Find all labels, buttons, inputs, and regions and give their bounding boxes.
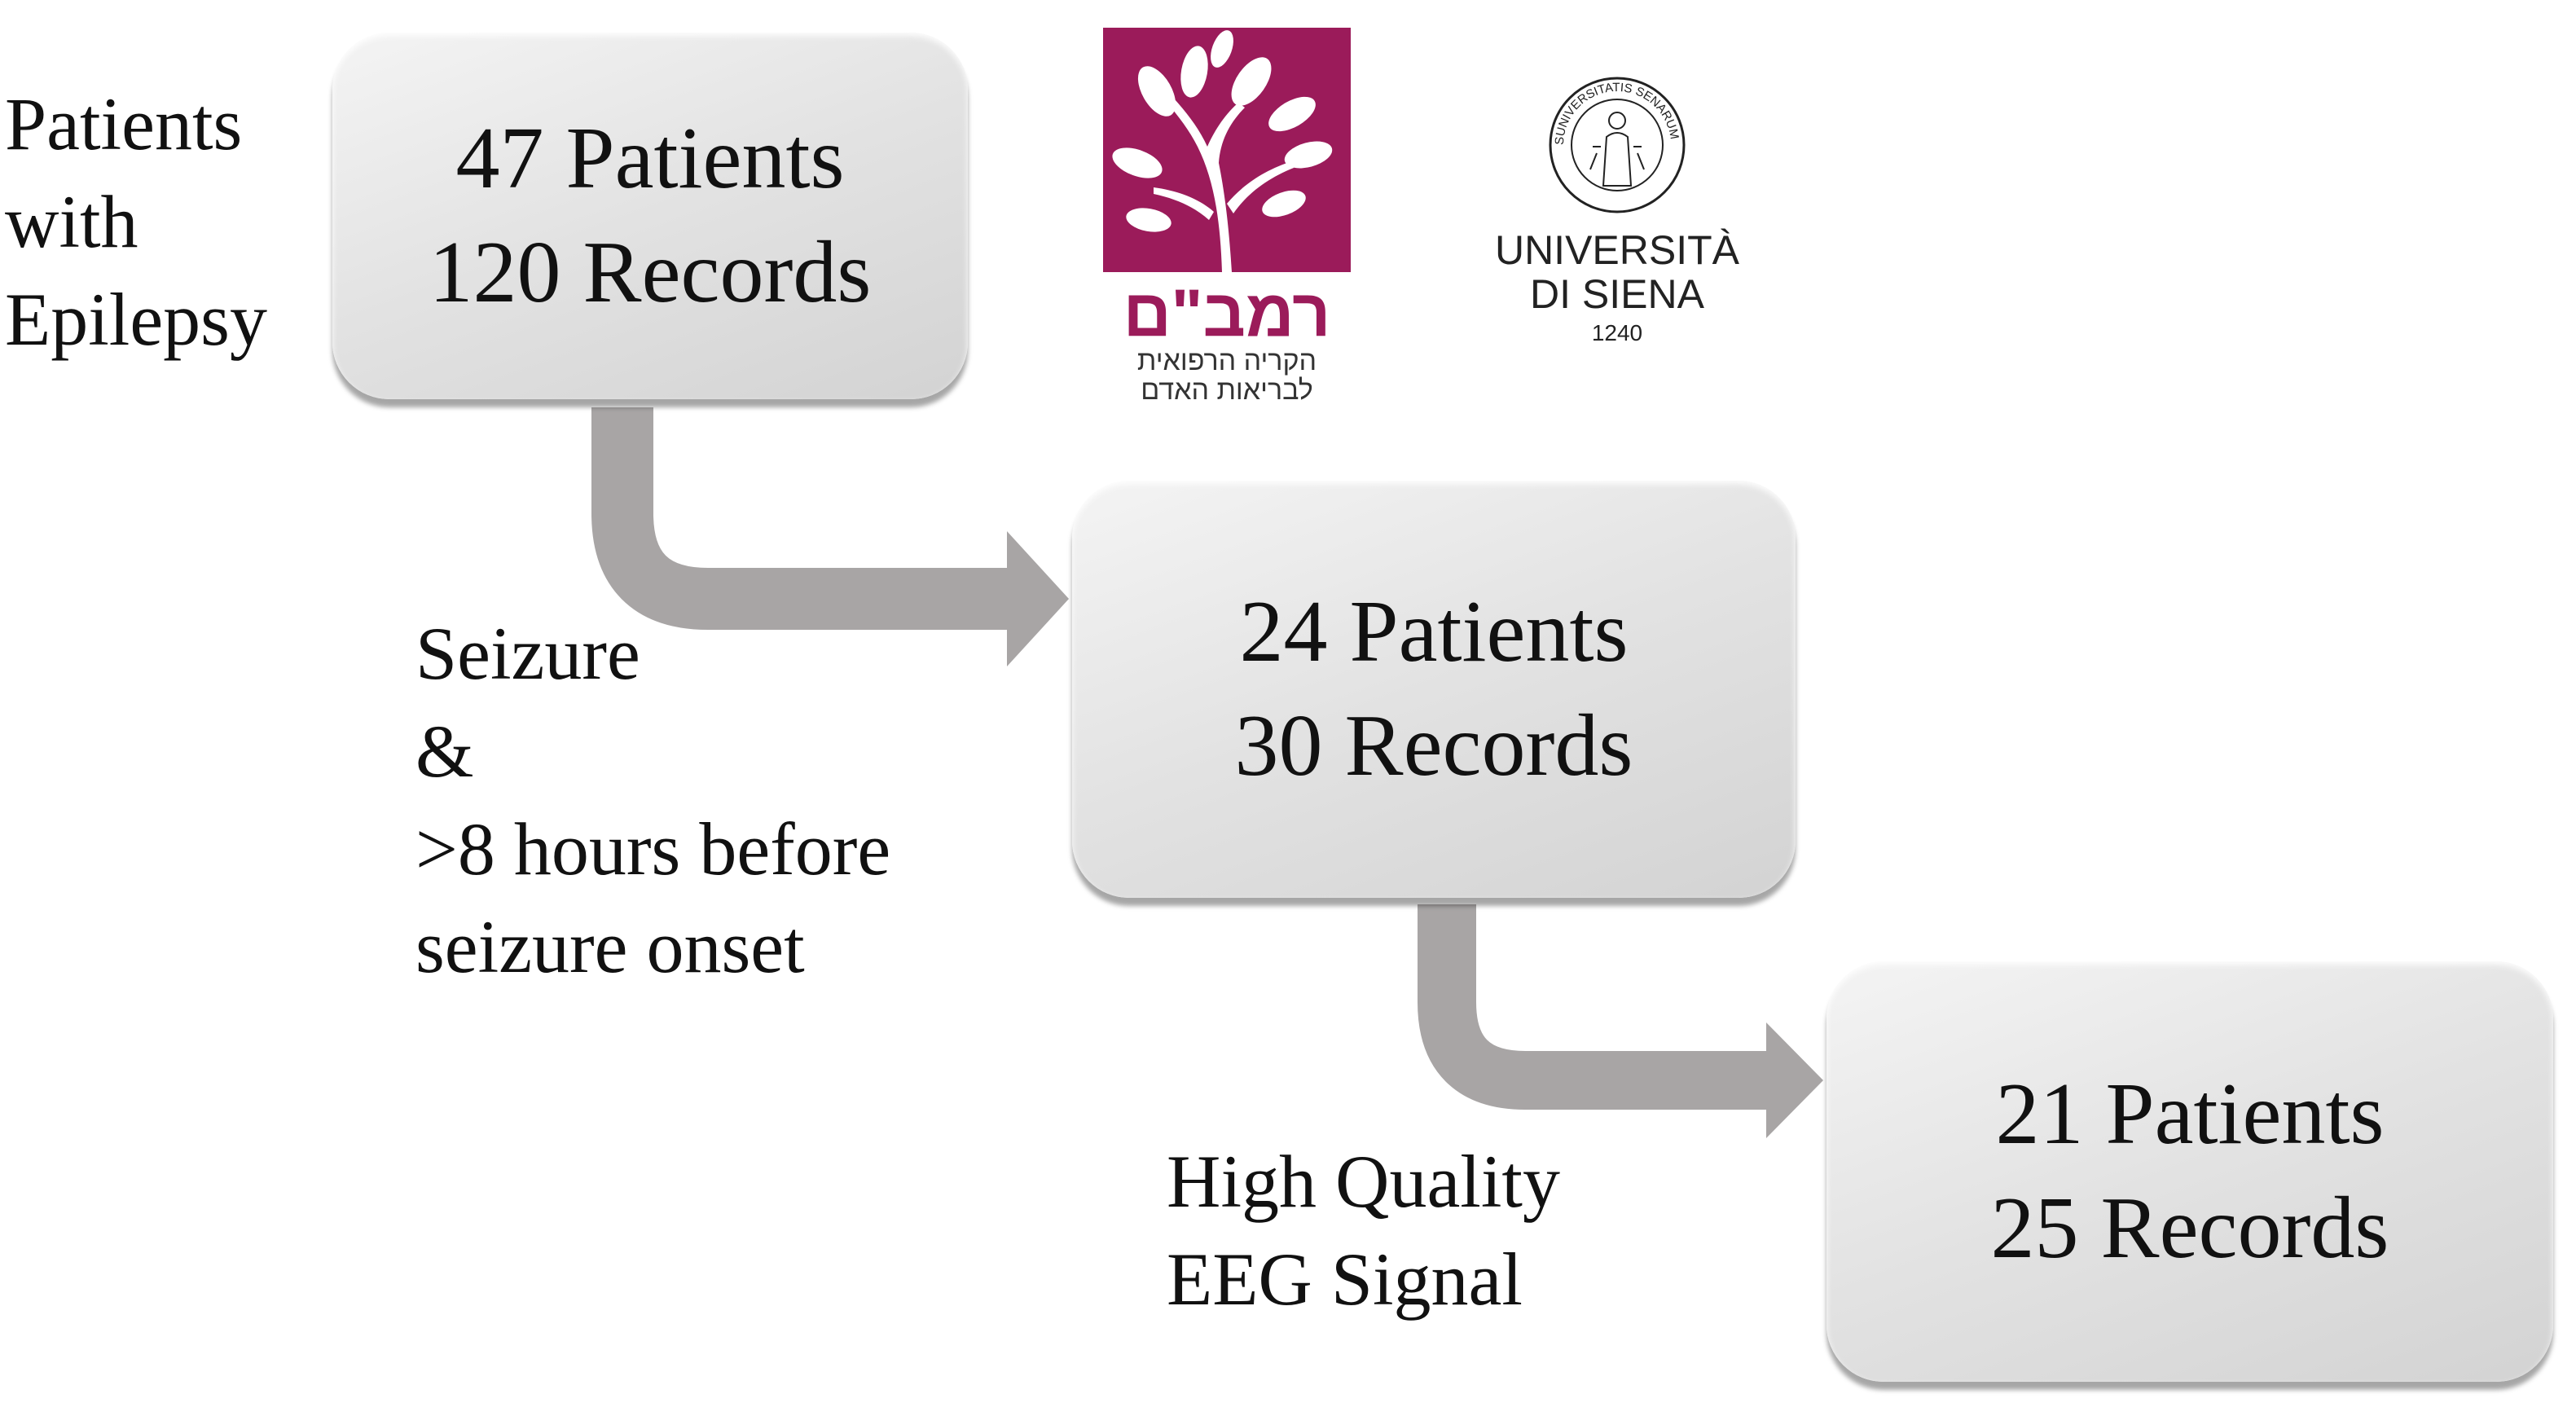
rambam-name: רמב"ם (1123, 276, 1331, 350)
rambam-logo: רמב"ם הקריה הרפואית לבריאות האדם (1103, 28, 1351, 406)
rambam-subtitle-line2: לבריאות האדם (1141, 375, 1313, 406)
arrow-step-2-shaft (1418, 904, 1768, 1110)
criterion-seizure: Seizure & >8 hours before seizure onset (415, 605, 890, 996)
arrow-step-2-head (1766, 1022, 1823, 1138)
siena-seal-text: SUNIVERSITATIS SENARUM MCCXXXX (1483, 72, 1681, 145)
record-count: 30 Records (1234, 697, 1633, 794)
cohort-box-seizure-filtered: 24 Patients 30 Records (1072, 481, 1796, 898)
siena-name-line1: UNIVERSITÀ (1495, 227, 1740, 273)
siena-year: 1240 (1592, 320, 1642, 345)
patient-count: 47 Patients (455, 110, 845, 207)
siena-logo: SUNIVERSITATIS SENARUM MCCXXXX UNIVERSIT… (1483, 72, 1740, 345)
input-population-label: Patients with Epilepsy (5, 75, 267, 368)
criterion-line: Seizure (415, 612, 640, 695)
siena-name-line2: DI SIENA (1530, 271, 1705, 317)
arrow-step-1-head (1007, 531, 1069, 666)
input-label-line: with (5, 180, 138, 263)
cohort-box-final: 21 Patients 25 Records (1826, 961, 2553, 1382)
criterion-eeg-quality: High Quality EEG Signal (1167, 1132, 1560, 1328)
tree-icon (1112, 30, 1333, 272)
criterion-line: seizure onset (415, 905, 805, 988)
arrow-step-1 (591, 407, 1069, 666)
arrow-step-1-shaft (591, 407, 1010, 630)
svg-text:SUNIVERSITATIS SENARUM MCCXXXX: SUNIVERSITATIS SENARUM MCCXXXX (1483, 72, 1681, 145)
cohort-box-initial: 47 Patients 120 Records (332, 33, 968, 399)
record-count: 120 Records (429, 224, 872, 321)
rambam-subtitle-line1: הקריה הרפואית (1137, 345, 1317, 376)
input-label-line: Patients (5, 82, 243, 165)
university-seal-icon: SUNIVERSITATIS SENARUM MCCXXXX (1483, 72, 1686, 213)
criterion-line: >8 hours before (415, 807, 891, 890)
input-label-line: Epilepsy (5, 278, 267, 361)
patient-count: 21 Patients (1995, 1066, 2385, 1163)
arrow-step-2 (1418, 904, 1823, 1138)
patient-count: 24 Patients (1239, 583, 1629, 680)
criterion-line: High Quality (1167, 1140, 1560, 1223)
criterion-line: EEG Signal (1167, 1238, 1523, 1321)
criterion-line: & (415, 710, 474, 793)
record-count: 25 Records (1990, 1180, 2389, 1277)
